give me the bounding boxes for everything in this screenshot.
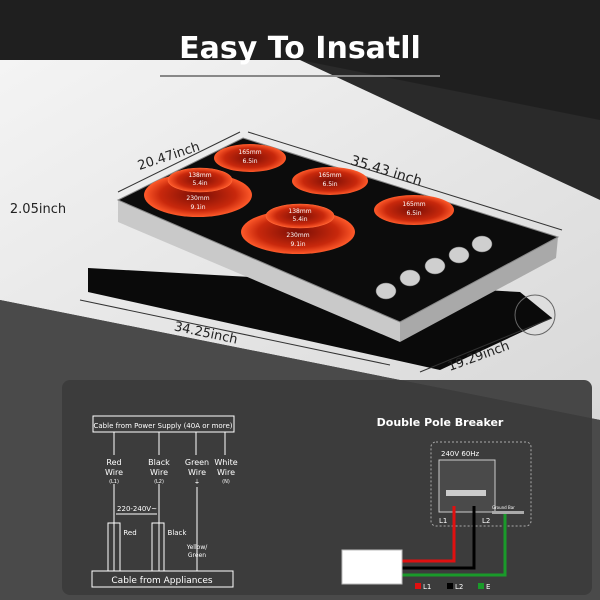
svg-text:Green: Green [188,552,206,559]
svg-text:5.4in: 5.4in [292,216,307,223]
svg-text:138mm: 138mm [288,208,311,215]
svg-text:E: E [486,583,490,591]
wire-ground [402,514,507,577]
svg-text:(N): (N) [222,479,230,485]
svg-text:230mm: 230mm [286,232,309,239]
svg-text:Black: Black [168,529,188,537]
svg-text:Wire: Wire [150,468,168,477]
svg-text:L1: L1 [423,583,431,591]
cooktop-frame [118,200,400,342]
supply-cable-label: Cable from Power Supply (40A or more) [94,422,233,430]
control-knob[interactable] [399,269,421,287]
ground-bar-label: Ground Bar [492,505,515,510]
svg-text:5.4in: 5.4in [192,180,207,187]
burner: 165mm 6.5in [374,195,454,225]
dimension-height: 2.05inch [10,202,66,217]
burner: 138mm 5.4in 230mm 9.1in [144,167,252,217]
svg-text:L2: L2 [482,517,490,525]
appliance-cable-label: Cable from Appliances [111,576,213,586]
control-knob[interactable] [471,235,493,253]
svg-text:165mm: 165mm [238,149,261,156]
svg-text:L1: L1 [439,517,447,525]
breaker-rating: 240V 60Hz [441,450,480,458]
svg-text:Red: Red [123,529,136,537]
wiring-panel [62,380,592,595]
svg-text:6.5in: 6.5in [242,158,257,165]
breaker-switch [438,459,496,513]
wiring-diagram [91,415,235,588]
svg-text:6.5in: 6.5in [322,181,337,188]
svg-text:165mm: 165mm [402,201,425,208]
burner: 138mm 5.4in 230mm 9.1in [241,203,355,254]
control-knob[interactable] [375,282,397,300]
breaker-title: Double Pole Breaker [377,416,504,429]
wire-l1 [402,506,456,563]
svg-text:Wire: Wire [105,468,123,477]
svg-text:9.1in: 9.1in [290,241,305,248]
svg-text:Red: Red [106,458,121,467]
svg-text:230mm: 230mm [186,195,209,202]
svg-text:L2: L2 [455,583,463,591]
svg-text:Green: Green [185,458,209,467]
svg-text:Wire: Wire [188,468,206,477]
svg-text:(L2): (L2) [154,479,164,485]
svg-text:165mm: 165mm [318,172,341,179]
burner: 165mm 6.5in [214,144,286,172]
wire-l2 [402,506,476,570]
svg-text:Yellow/: Yellow/ [186,544,208,551]
svg-text:9.1in: 9.1in [190,204,205,211]
svg-text:(L1): (L1) [109,479,119,485]
control-knob[interactable] [448,246,470,264]
svg-text:⏚: ⏚ [194,479,200,486]
page-title: Easy To Insatll [179,31,421,66]
svg-text:Black: Black [148,458,170,467]
svg-text:138mm: 138mm [188,172,211,179]
svg-text:6.5in: 6.5in [406,210,421,217]
svg-text:White: White [214,458,237,467]
svg-text:220-240V~: 220-240V~ [117,505,157,513]
svg-text:Wire: Wire [217,468,235,477]
control-knob[interactable] [424,257,446,275]
junction-box [341,549,403,585]
burner: 165mm 6.5in [292,167,368,195]
